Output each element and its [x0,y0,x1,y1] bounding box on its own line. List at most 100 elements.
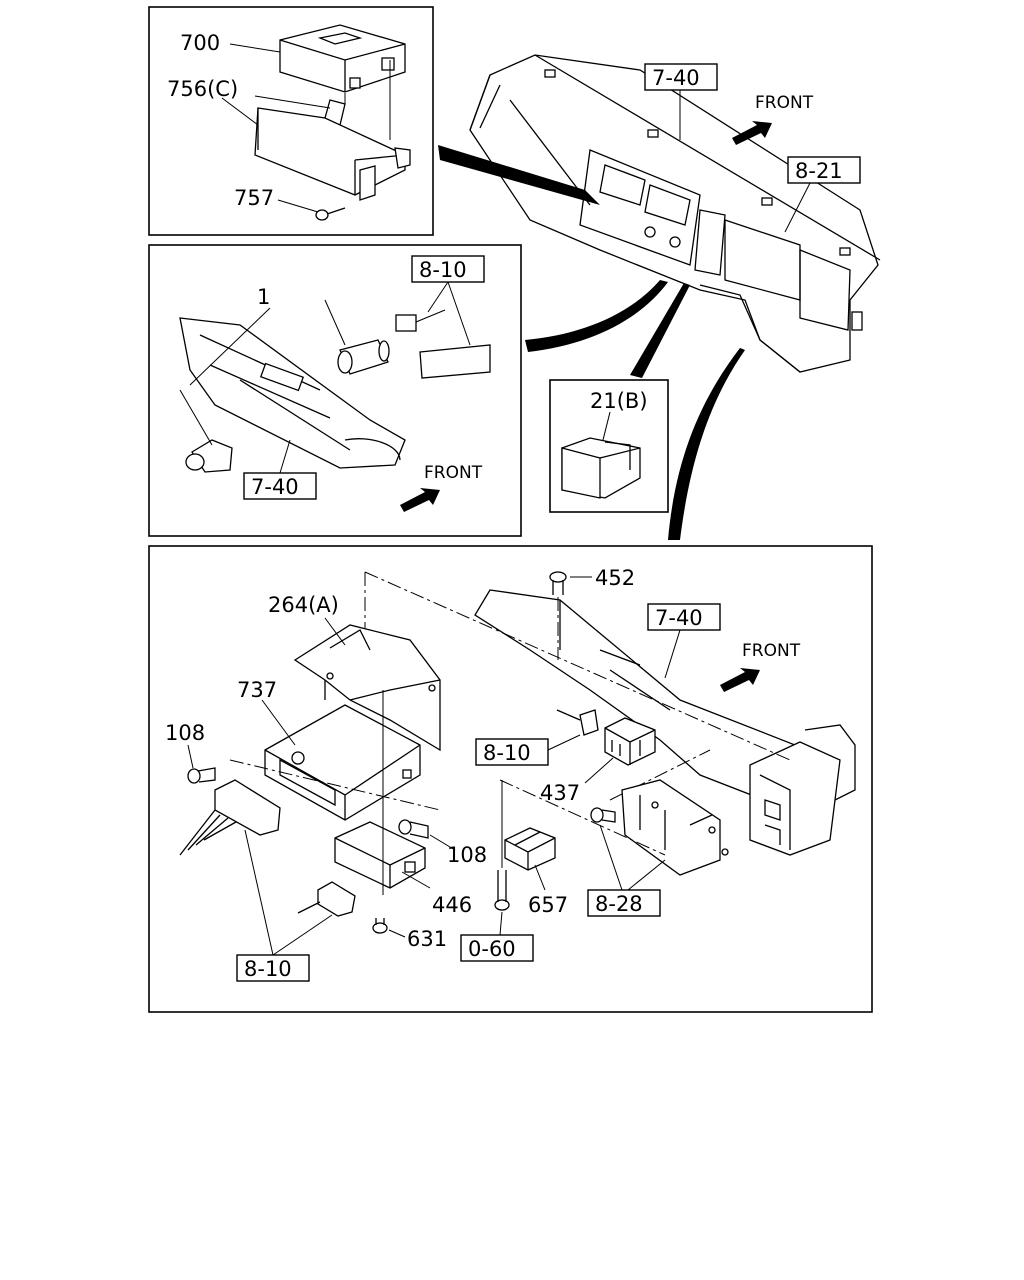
leader-700 [229,43,281,53]
panel-top-left-frame [148,6,434,236]
dash-line-beam [364,571,791,761]
leader-446 [401,871,431,889]
panel-switch-detail-frame [549,379,669,513]
leader-8-28 [599,824,666,891]
ref-box-8-10-mid [475,738,549,766]
leader-bottom-7-40 [664,629,681,679]
part-sensor-connector[interactable] [297,881,356,917]
part-0-60-screw[interactable] [494,870,510,911]
part-700-module[interactable] [279,24,406,93]
label-737: 737 [237,678,277,702]
label-446: 446 [432,893,472,917]
part-dash-reinforcement[interactable] [474,589,856,856]
leader-8-10-bottom [244,829,333,956]
ref-7-40[interactable]: 7-40 [251,475,299,499]
label-631: 631 [407,927,447,951]
part-757-screw[interactable] [315,207,346,221]
dash-line-737 [229,759,441,811]
label-657: 657 [528,893,568,917]
part-657-bracket[interactable] [504,827,556,871]
pointer-wedge-bottom [668,348,745,540]
leader-8-21 [784,182,811,233]
part-harness-sheet[interactable] [419,344,491,379]
leader-21b [602,411,611,441]
label-264a: 264(A) [268,593,339,617]
front-arrow-icon [400,488,440,512]
part-8-28-bolt[interactable] [590,807,616,823]
pointer-wedge-middle [525,280,668,352]
label-756c: 756(C) [167,77,238,101]
part-446-sensor[interactable] [334,821,426,889]
leader-264a [324,617,346,646]
ref-box-8-21 [787,156,861,184]
leader-757 [277,199,319,213]
leader-631 [388,929,406,938]
label-452: 452 [595,566,635,590]
ref-box-0-60 [460,934,534,962]
part-21b-switch[interactable] [561,437,641,499]
ref-box-bottom-7-40 [647,603,721,631]
ref-0-60[interactable]: 0-60 [468,937,516,961]
part-631-screw[interactable] [372,918,388,934]
part-harness-connector[interactable] [179,779,281,856]
wire-small [415,309,446,323]
part-relay-connector[interactable] [556,709,599,736]
part-737-control-unit[interactable] [264,704,421,821]
part-lower-dash-panel[interactable] [179,317,406,469]
panel-bottom: 452 7-40 FRONT 264(A) 737 [148,545,873,1013]
ref-8-28[interactable]: 8-28 [595,892,643,916]
ref-box-8-28 [587,889,661,917]
ref-bottom-7-40[interactable]: 7-40 [655,606,703,630]
label-1: 1 [257,285,270,309]
pointer-wedge-top [438,145,600,205]
front-text-dash: FRONT [755,93,814,113]
part-452-bolt[interactable] [549,571,567,595]
leader-756c [221,95,331,126]
part-108-bolt-left[interactable] [187,767,216,784]
panel-middle-left: 1 8-10 7-40 FRONT [148,244,522,537]
leader-108-left [187,744,194,769]
ref-dash-7-40[interactable]: 7-40 [652,66,700,90]
part-8-28-bracket[interactable] [621,779,729,876]
ref-8-10-bottom[interactable]: 8-10 [244,957,292,981]
leader-657 [534,864,546,891]
leader-0-60 [499,911,503,936]
label-700: 700 [180,31,220,55]
panel-switch-detail: 21(B) [549,379,669,513]
dashboard-overview: 7-40 8-21 FRONT [438,54,881,540]
leader-1b [179,389,213,446]
dash-line-8-28 [499,779,666,856]
part-756c-bracket[interactable] [254,99,411,201]
panel-bottom-frame [148,545,873,1013]
part-dashboard-7-40[interactable] [469,54,881,373]
front-text-bottom: FRONT [742,641,801,661]
part-108-bolt-right[interactable] [398,819,429,839]
ref-box-7-40 [243,472,317,500]
leader-8-10 [427,281,471,346]
label-757: 757 [234,186,274,210]
front-text: FRONT [424,463,483,483]
leader-437 [584,757,614,784]
ref-8-21[interactable]: 8-21 [795,159,843,183]
leader-108-right [429,834,456,851]
part-437-relay[interactable] [604,717,656,766]
front-arrow-icon-dash [732,121,772,145]
part-264a-bracket[interactable] [293,624,441,752]
front-arrow-icon-bottom [720,668,760,692]
label-21b: 21(B) [590,389,648,413]
part-lighter-knob[interactable] [185,439,233,473]
part-connector-small[interactable] [395,314,417,332]
leader-8-10-mid [547,734,581,751]
panel-middle-left-frame [148,244,522,537]
panel-top-left: 700 756(C) 757 [148,6,434,236]
pointer-wedge-switch [630,283,690,378]
ref-8-10-mid[interactable]: 8-10 [483,741,531,765]
label-108-left: 108 [165,721,205,745]
leader-737 [261,699,296,746]
leader-7-40 [279,439,291,474]
part-1-lighter[interactable] [337,339,390,375]
ref-8-10[interactable]: 8-10 [419,258,467,282]
label-108-right: 108 [447,843,487,867]
ref-box-dash-7-40 [644,63,718,91]
